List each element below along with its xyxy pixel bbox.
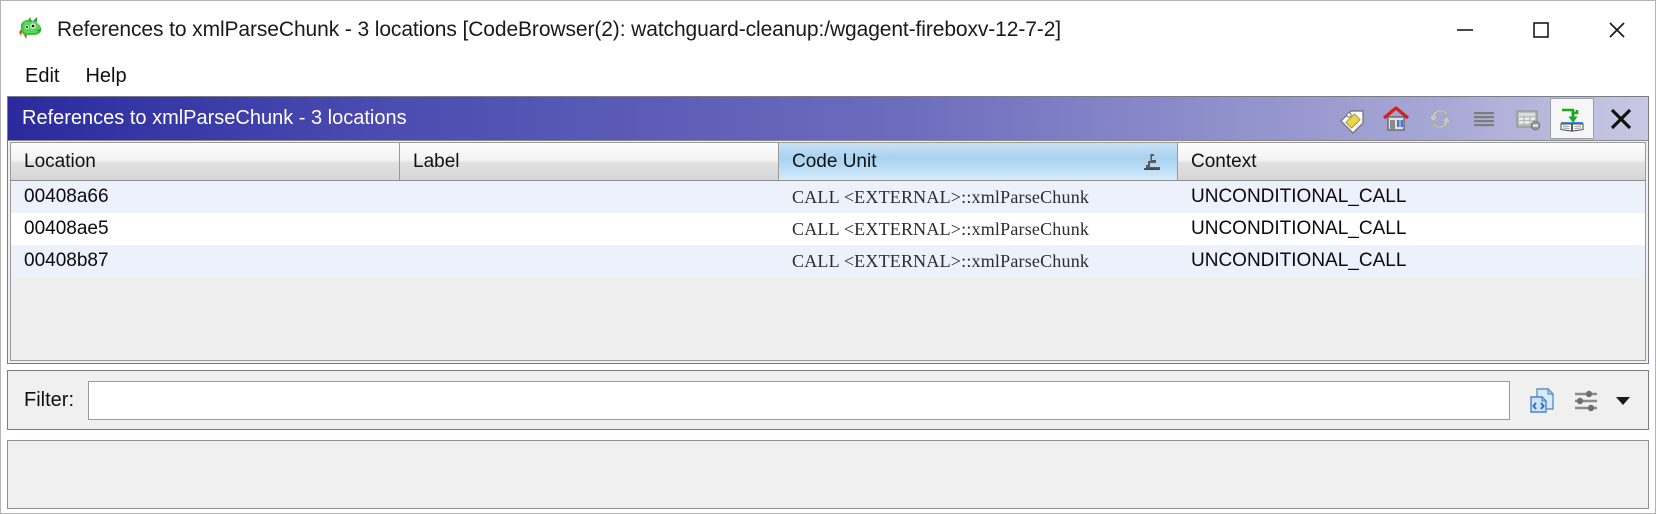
table-body: 00408a66 CALL <EXTERNAL>::xmlParseChunk … — [11, 181, 1645, 360]
navigate-into-icon[interactable] — [1550, 98, 1594, 139]
minimize-button[interactable] — [1427, 1, 1503, 58]
cell-code-unit: CALL <EXTERNAL>::xmlParseChunk — [792, 186, 1090, 207]
status-bar — [7, 440, 1649, 509]
provider-title-text: References to xmlParseChunk - 3 location… — [22, 107, 407, 129]
home-icon[interactable] — [1374, 98, 1418, 139]
cell-context: UNCONDITIONAL_CALL — [1191, 250, 1407, 271]
panel-gap — [1, 430, 1655, 436]
filter-label: Filter: — [24, 388, 74, 411]
menu-item-edit[interactable]: Edit — [25, 64, 60, 87]
filter-options-icon[interactable] — [1564, 379, 1608, 421]
column-header-label-label: Label — [413, 150, 460, 172]
menu-bar: Edit Help — [1, 58, 1655, 96]
maximize-button[interactable] — [1503, 1, 1579, 58]
menu-item-help[interactable]: Help — [85, 64, 127, 87]
window-title: References to xmlParseChunk - 3 location… — [57, 17, 1062, 41]
sort-ascending-icon — [1141, 151, 1165, 173]
column-header-context-label: Context — [1191, 150, 1257, 172]
column-header-context[interactable]: Context — [1178, 143, 1645, 180]
provider-title-bar: References to xmlParseChunk - 3 location… — [8, 97, 1648, 141]
table-header-row: Location Label Code Unit Context — [11, 143, 1645, 181]
references-table: Location Label Code Unit Context — [10, 142, 1646, 361]
filter-panel: Filter: — [7, 370, 1649, 430]
filter-source-icon[interactable] — [1520, 379, 1564, 421]
title-bar: References to xmlParseChunk - 3 location… — [1, 1, 1655, 58]
chevron-down-icon[interactable] — [1608, 379, 1638, 421]
cell-location: 00408a66 — [24, 186, 109, 207]
column-header-location[interactable]: Location — [11, 143, 400, 180]
cell-location: 00408ae5 — [24, 218, 109, 239]
table-remove-icon[interactable] — [1506, 98, 1550, 139]
cell-location: 00408b87 — [24, 250, 109, 271]
column-header-location-label: Location — [24, 150, 96, 172]
table-row[interactable]: 00408ae5 CALL <EXTERNAL>::xmlParseChunk … — [11, 213, 1645, 245]
column-header-code-unit-label: Code Unit — [792, 150, 877, 172]
cell-code-unit: CALL <EXTERNAL>::xmlParseChunk — [792, 218, 1090, 239]
cell-context: UNCONDITIONAL_CALL — [1191, 186, 1407, 207]
close-button[interactable] — [1579, 1, 1655, 58]
column-header-code-unit[interactable]: Code Unit — [779, 143, 1178, 180]
cell-context: UNCONDITIONAL_CALL — [1191, 218, 1407, 239]
window-controls — [1427, 1, 1655, 58]
cell-code-unit: CALL <EXTERNAL>::xmlParseChunk — [792, 250, 1090, 271]
ghidra-dragon-icon — [15, 15, 45, 45]
references-provider-panel: References to xmlParseChunk - 3 location… — [7, 96, 1649, 364]
filter-input[interactable] — [88, 380, 1510, 420]
refresh-icon[interactable] — [1418, 98, 1462, 139]
provider-toolbar — [1330, 97, 1648, 140]
column-header-label[interactable]: Label — [400, 143, 779, 180]
filter-toolbar — [1520, 379, 1638, 421]
table-row[interactable]: 00408a66 CALL <EXTERNAL>::xmlParseChunk … — [11, 181, 1645, 213]
list-lines-icon[interactable] — [1462, 98, 1506, 139]
provider-close-icon[interactable] — [1594, 98, 1648, 139]
table-row[interactable]: 00408b87 CALL <EXTERNAL>::xmlParseChunk … — [11, 245, 1645, 277]
make-selection-icon[interactable] — [1330, 98, 1374, 139]
